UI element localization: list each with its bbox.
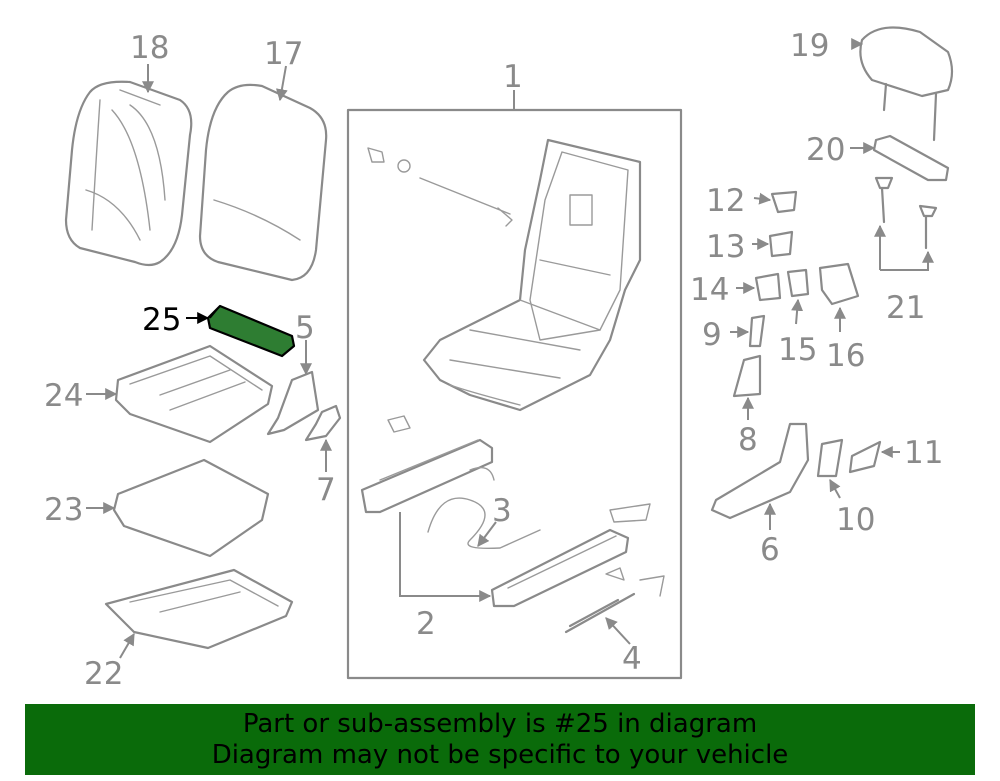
callout-19: 19 xyxy=(790,28,829,64)
callout-17: 17 xyxy=(264,36,303,72)
leader-lines xyxy=(86,38,934,659)
callout-18: 18 xyxy=(130,30,169,66)
callout-6: 6 xyxy=(760,532,780,568)
part-1-seat-frame xyxy=(367,138,642,412)
callout-7: 7 xyxy=(316,472,336,508)
part-5-trim-bracket[interactable] xyxy=(266,370,320,436)
part-14-clip[interactable] xyxy=(754,272,782,302)
part-11-trim[interactable] xyxy=(848,440,882,474)
part-16-bracket[interactable] xyxy=(818,262,860,306)
notice-banner: Part or sub-assembly is #25 in diagram D… xyxy=(25,704,975,775)
part-25-armrest-pad[interactable] xyxy=(206,304,296,358)
callout-24: 24 xyxy=(44,378,83,414)
callout-9: 9 xyxy=(702,317,722,353)
callout-2: 2 xyxy=(416,606,436,642)
callout-23: 23 xyxy=(44,492,83,528)
callout-8: 8 xyxy=(738,422,758,458)
callout-12: 12 xyxy=(706,183,745,219)
callout-13: 13 xyxy=(706,229,745,265)
part-23-cushion-foam[interactable] xyxy=(112,458,270,558)
callout-15: 15 xyxy=(778,332,817,368)
part-12-clip[interactable] xyxy=(770,190,798,214)
callout-3: 3 xyxy=(492,493,512,529)
part-21-bolts[interactable] xyxy=(874,176,938,250)
part-8-bracket[interactable] xyxy=(732,354,762,398)
callout-1: 1 xyxy=(503,59,523,95)
part-4-gas-strut[interactable] xyxy=(564,503,665,634)
callout-10: 10 xyxy=(836,502,875,538)
part-3-cable[interactable] xyxy=(427,466,541,550)
part-10-trim[interactable] xyxy=(816,438,844,478)
part-6-side-shield[interactable] xyxy=(710,422,810,520)
part-19-headrest[interactable] xyxy=(859,26,954,142)
banner-line-1: Part or sub-assembly is #25 in diagram xyxy=(242,708,758,739)
callout-5: 5 xyxy=(295,310,315,346)
part-18-seatback-cover[interactable] xyxy=(64,80,193,267)
part-2-seat-track[interactable] xyxy=(360,415,630,608)
part-24-cushion-cover[interactable] xyxy=(114,344,274,444)
callout-20: 20 xyxy=(806,132,845,168)
part-20-headrest-guide[interactable] xyxy=(872,134,950,182)
part-9-clip[interactable] xyxy=(748,314,766,348)
part-7-small-bracket[interactable] xyxy=(304,404,342,442)
callout-21: 21 xyxy=(886,290,925,326)
part-17-seatback-panel[interactable] xyxy=(198,83,328,282)
callout-14: 14 xyxy=(690,272,729,308)
callout-25-highlighted: 25 xyxy=(142,302,181,338)
callout-22: 22 xyxy=(84,656,123,692)
banner-line-2: Diagram may not be specific to your vehi… xyxy=(211,739,789,770)
part-1-frame-box[interactable] xyxy=(346,108,683,680)
part-15-clip[interactable] xyxy=(786,268,810,298)
parts-diagram: 1 2 3 4 5 6 7 8 9 10 11 12 13 14 15 16 1… xyxy=(44,26,954,692)
part-13-clip[interactable] xyxy=(768,230,794,258)
callout-11: 11 xyxy=(904,435,943,471)
callout-labels: 1 2 3 4 5 6 7 8 9 10 11 12 13 14 15 16 1… xyxy=(44,28,943,692)
callout-16: 16 xyxy=(826,338,865,374)
part-22-cushion-pan[interactable] xyxy=(104,568,294,650)
callout-4: 4 xyxy=(622,641,642,677)
